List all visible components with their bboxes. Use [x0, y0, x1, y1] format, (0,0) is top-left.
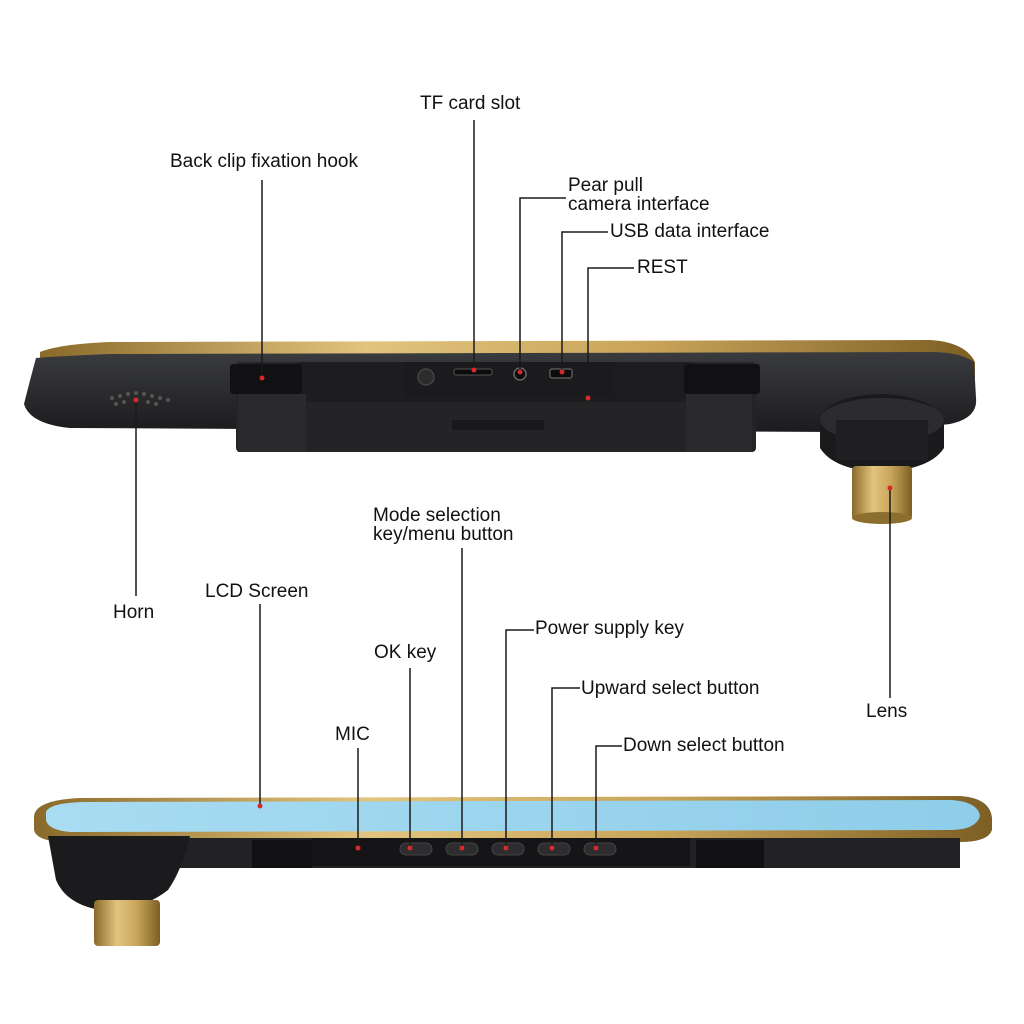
label-horn: Horn — [113, 602, 155, 623]
front-clip-left — [252, 840, 312, 868]
dot-down — [593, 845, 599, 851]
dot-power — [503, 845, 509, 851]
port-round — [417, 368, 435, 386]
label-ok-key: OK key — [374, 642, 437, 663]
back-view — [24, 340, 977, 524]
down-button-shape — [583, 842, 617, 856]
leader-lines — [135, 120, 891, 848]
label-down-select-button: Down select button — [623, 735, 785, 756]
dot-tf — [471, 367, 477, 373]
dot-up — [549, 845, 555, 851]
dot-clip — [259, 375, 265, 381]
label-mode-line2: key/menu button — [373, 524, 514, 545]
label-lens: Lens — [866, 701, 908, 722]
label-tf-card-slot: TF card slot — [420, 93, 521, 114]
front-view — [34, 796, 992, 946]
label-rest: REST — [637, 257, 688, 278]
dot-mode — [459, 845, 465, 851]
front-lens-housing — [48, 836, 190, 946]
lens-housing — [820, 394, 944, 524]
dot-lcd — [257, 803, 263, 809]
label-mode-selection: Mode selection key/menu button — [373, 506, 513, 544]
ok-button-shape — [399, 842, 433, 856]
label-power-supply-key: Power supply key — [535, 618, 684, 639]
front-lens-barrel — [94, 900, 160, 946]
label-pear-pull-interface: Pear pull camera interface — [568, 176, 710, 214]
port-panel — [404, 362, 614, 398]
dot-usb — [559, 369, 565, 375]
dot-pear — [517, 369, 523, 375]
label-lcd-screen: LCD Screen — [205, 581, 309, 602]
marker-dots — [133, 367, 893, 851]
label-upward-select-button: Upward select button — [581, 678, 760, 699]
front-clip-right — [696, 840, 764, 868]
dot-ok — [407, 845, 413, 851]
back-clip-left — [230, 364, 306, 452]
label-pear-pull-line2: camera interface — [568, 194, 710, 215]
dot-mic — [355, 845, 361, 851]
lower-slot — [452, 420, 544, 430]
lens-barrel — [852, 466, 912, 520]
back-clip-right — [684, 364, 760, 452]
dot-horn — [133, 397, 139, 403]
horn-speaker-grille — [110, 391, 170, 406]
label-pear-pull-line1: Pear pull — [568, 175, 643, 196]
label-mic: MIC — [335, 724, 370, 745]
dot-rest — [585, 395, 591, 401]
label-mode-line1: Mode selection — [373, 505, 501, 526]
lcd-screen-glass — [46, 800, 980, 832]
label-back-clip-hook: Back clip fixation hook — [170, 151, 358, 172]
label-usb-data-interface: USB data interface — [610, 221, 770, 242]
dot-lens — [887, 485, 893, 491]
